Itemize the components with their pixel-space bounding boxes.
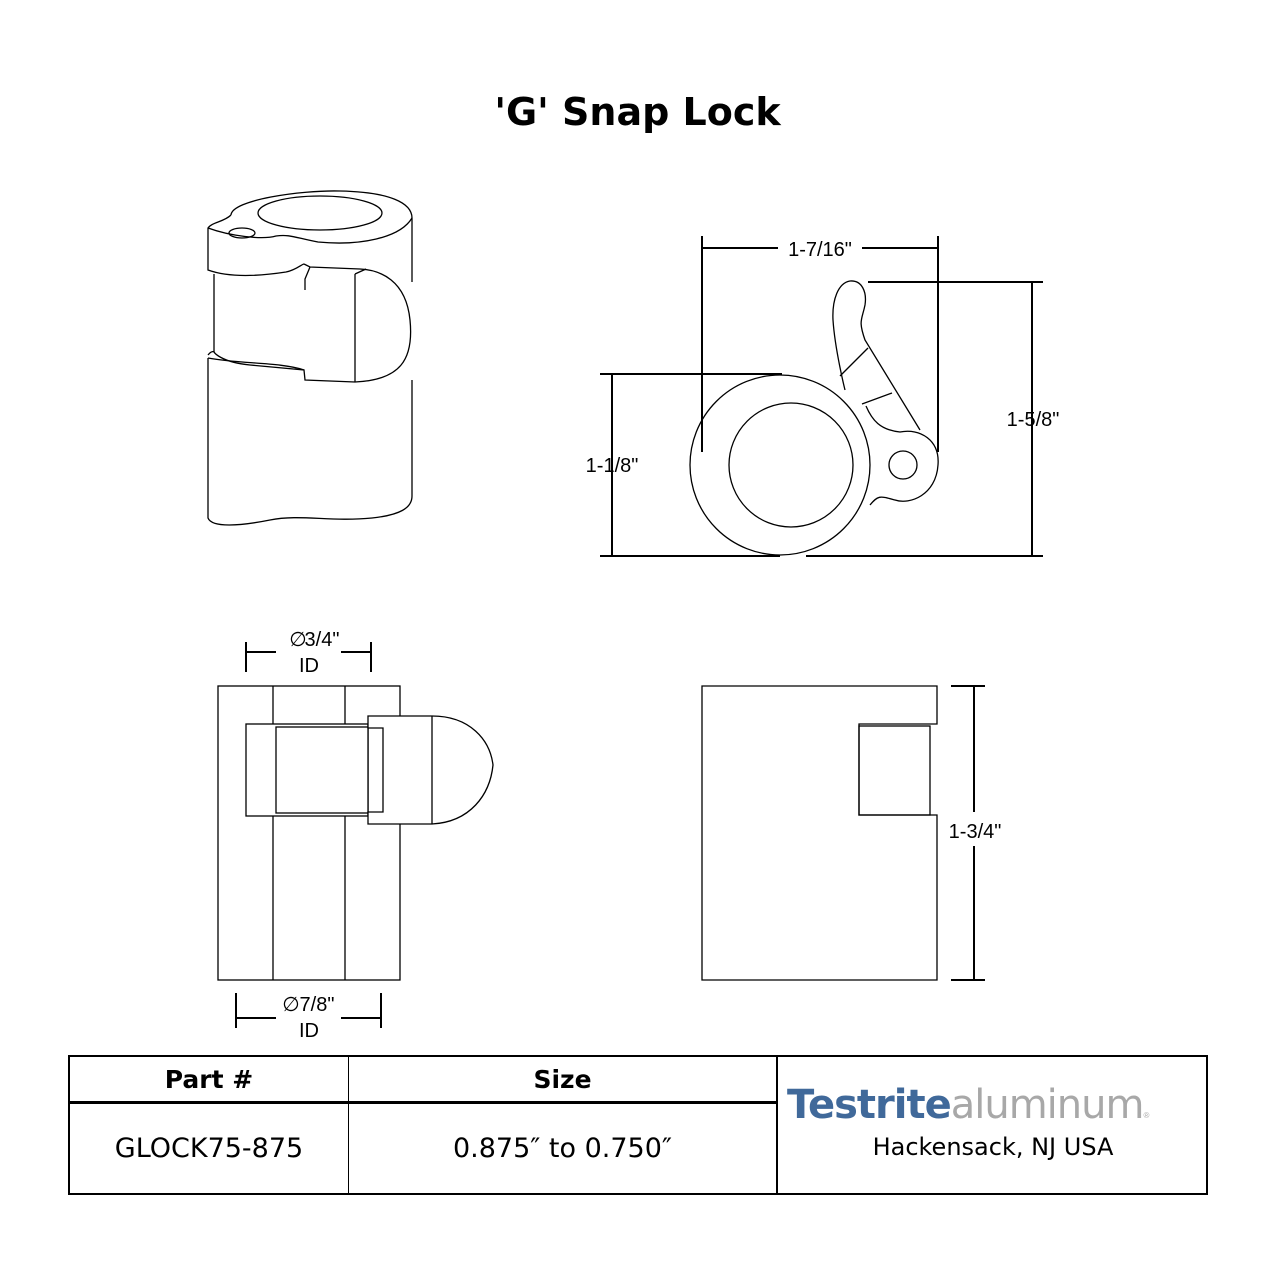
dim-width-top: 1-7/16": [788, 239, 852, 261]
isometric-view: [207, 190, 413, 526]
header-part-number: Part #: [68, 1055, 349, 1103]
diameter-icon: ∅: [289, 629, 306, 651]
brand-name-light: aluminum: [950, 1082, 1145, 1128]
registered-icon: ®: [1143, 1111, 1150, 1120]
drawing-title: 'G' Snap Lock: [494, 90, 781, 134]
cell-size: 0.875″ to 0.750″: [348, 1101, 778, 1195]
brand-cell: [776, 1055, 1208, 1195]
dim-height-ring: 1-1/8": [586, 455, 639, 477]
brand-location: Hackensack, NJ USA: [872, 1133, 1114, 1161]
brand-logo: Testritealuminum®: [787, 1082, 1197, 1128]
technical-drawing: 1-7/16" 1-5/8" 1-1/8" 1-3/4" ∅ 3/4" ID ∅…: [207, 190, 1060, 1042]
cell-part-number: GLOCK75-875: [68, 1101, 349, 1195]
front-view: [701, 685, 985, 981]
dim-id-small-label: ID: [299, 655, 319, 677]
dim-id-large: 7/8": [300, 994, 335, 1016]
dim-height-overall: 1-5/8": [1007, 409, 1060, 431]
dim-id-small: 3/4": [305, 629, 340, 651]
dim-length: 1-3/4": [949, 821, 1002, 843]
dim-id-large-label: ID: [299, 1020, 319, 1042]
spec-table: Part # Size GLOCK75-875 0.875″ to 0.750″: [68, 1055, 1208, 1195]
side-view: [217, 642, 494, 1028]
header-size: Size: [348, 1055, 778, 1103]
brand-name-bold: Testrite: [787, 1082, 952, 1128]
top-view: [600, 236, 1043, 557]
diameter-icon: ∅: [282, 994, 299, 1016]
